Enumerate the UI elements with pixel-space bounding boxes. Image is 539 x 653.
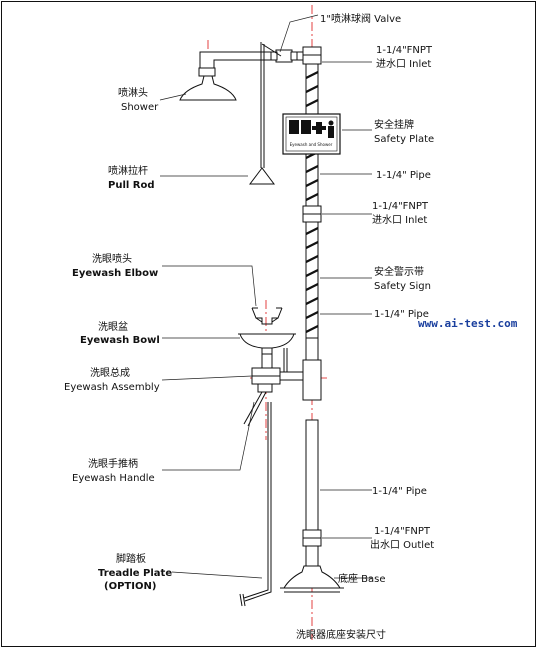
eyewash-heads: [251, 307, 283, 325]
inlet-top-name: 进水口 Inlet: [376, 58, 431, 70]
middle-pipe: [305, 221, 319, 339]
safety-plate: Eyewash and Shower: [282, 113, 341, 155]
bowl-body: [239, 333, 295, 349]
main-pipe: [302, 63, 322, 567]
eyewash-handle: [243, 391, 267, 427]
outlet-name: 出水口 Outlet: [370, 538, 434, 551]
valve-body: [275, 49, 293, 63]
inlet-mid-name: 进水口 Inlet: [372, 214, 427, 226]
shower-label-cn: 喷淋头: [118, 86, 148, 99]
plate-caption: Eyewash and Shower: [290, 142, 333, 147]
eyewash-assembly-label-cn: 洗眼总成: [90, 366, 130, 379]
base-label: 底座 Base: [338, 572, 386, 585]
base-flange: [283, 565, 341, 589]
footer-caption: 洗眼器底座安装尺寸: [296, 628, 386, 641]
eyewash-assembly: [251, 348, 304, 393]
pictogram-shower-icon: [289, 120, 299, 134]
eyewash-bowl-label-cn: 洗眼盆: [98, 320, 128, 333]
safety-sign-label-en: Safety Sign: [374, 281, 431, 292]
valve-label: 1"喷淋球阀 Valve: [320, 12, 401, 25]
leader-lines: [159, 14, 372, 579]
treadle-label-en: Treadle Plate: [98, 568, 172, 579]
shower-dome: [179, 75, 237, 101]
pipe-1-label: 1-1/4" Pipe: [376, 170, 431, 181]
outlet-size: 1-1/4"FNPT: [374, 526, 431, 537]
valve-nut-right: [290, 51, 298, 61]
eyewash-handle-label-en: Eyewash Handle: [72, 473, 155, 484]
eyewash-elbow-label-cn: 洗眼喷头: [92, 253, 132, 265]
pull-rod-label-en: Pull Rod: [108, 180, 155, 191]
inlet-top-size: 1-1/4"FNPT: [376, 45, 433, 56]
pictogram-person-icon: [328, 126, 334, 138]
eyewash-elbow: [251, 307, 283, 325]
shower-neck: [198, 67, 216, 77]
safety-plate-label-cn: 安全挂牌: [374, 118, 414, 131]
base: [280, 565, 344, 593]
pictogram-eyewash-icon: [301, 120, 311, 134]
pull-rod: [249, 42, 275, 185]
eyewash-elbow-label-en: Eyewash Elbow: [72, 268, 158, 279]
first-aid-cross-icon: [312, 122, 326, 134]
shower-valve: [261, 43, 322, 65]
eyewash-assembly-label-en: Eyewash Assembly: [64, 382, 160, 393]
eyewash-bowl-label-en: Eyewash Bowl: [80, 335, 160, 346]
pull-rod-triangle: [249, 167, 275, 185]
eyewash-tee: [302, 359, 322, 401]
treadle-rod: [243, 402, 269, 599]
website-url: www.ai-test.com: [418, 317, 518, 330]
labels: 1"喷淋球阀 Valve 1-1/4"FNPT 进水口 Inlet 喷淋头 Sh…: [64, 12, 518, 641]
safety-plate-label-en: Safety Plate: [374, 134, 434, 145]
safety-sign-label-cn: 安全警示带: [374, 265, 424, 278]
inlet-mid-size: 1-1/4"FNPT: [372, 201, 429, 212]
eyewash-bowl: [238, 333, 296, 355]
treadle-option-label: (OPTION): [104, 581, 156, 592]
pipe-3-label: 1-1/4" Pipe: [372, 486, 427, 497]
shower-label-en: Shower: [121, 102, 159, 113]
pull-rod-label-cn: 喷淋拉杆: [108, 164, 148, 177]
treadle-label-cn: 脚踏板: [116, 552, 146, 565]
valve-lever: [261, 43, 282, 57]
lower-pipe: [305, 419, 319, 531]
eyewash-handle-label-cn: 洗眼手推柄: [88, 457, 138, 470]
treadle-plate: [239, 402, 272, 607]
pipe-2-label: 1-1/4" Pipe: [374, 309, 429, 320]
assembly-feed-pipe: [279, 371, 304, 381]
